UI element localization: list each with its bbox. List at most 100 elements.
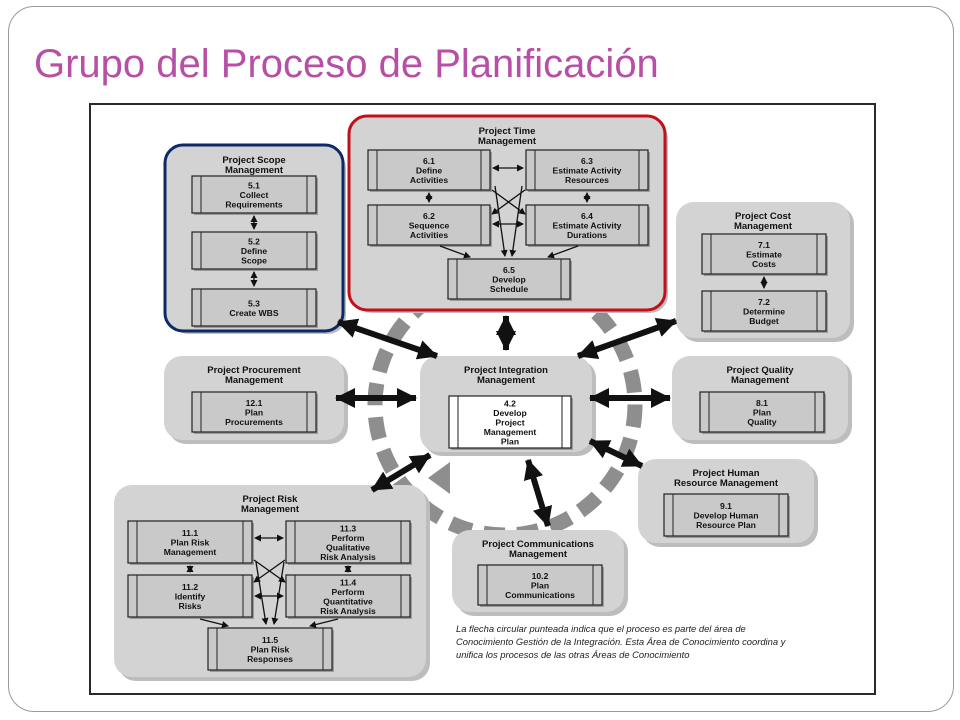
process-label: 6.1 — [423, 156, 435, 166]
process-label: 11.5 — [262, 635, 278, 645]
process-rect — [207, 627, 333, 671]
flow-arrow — [494, 185, 508, 257]
area-highlight — [347, 114, 667, 312]
flow-arrow — [491, 189, 526, 215]
process-rect — [525, 149, 649, 191]
area-title: Management — [225, 375, 284, 386]
process-rect — [525, 204, 649, 246]
flow-arrow — [271, 561, 285, 625]
flow-arrow — [439, 245, 471, 259]
process-label: 6.5 — [503, 265, 515, 275]
process-rect — [701, 233, 827, 275]
process-label: Budget — [749, 316, 779, 326]
slide-title: Grupo del Proceso de Planificación — [34, 42, 659, 86]
process-rect — [191, 175, 317, 214]
area-title: Project Quality — [726, 365, 794, 376]
process-label: Estimate — [746, 250, 782, 260]
arrow-communications — [523, 459, 553, 527]
process-label: Quantitative — [323, 596, 373, 606]
area-title: Management — [478, 136, 537, 147]
process-label: Define — [241, 246, 267, 256]
process-rect — [285, 520, 411, 564]
process-label: Responses — [247, 654, 293, 664]
area-title: Project Communications — [482, 539, 594, 550]
process-label: Develop Human — [694, 511, 759, 521]
area-scope: Project ScopeManagement5.1CollectRequire… — [163, 143, 346, 334]
note-line-2: Conocimiento Gestión de la Integración. … — [456, 636, 786, 647]
process-rect — [663, 493, 789, 537]
process-label: Plan Risk — [171, 538, 210, 548]
process-label: Durations — [567, 230, 607, 240]
process-rect — [285, 574, 411, 618]
process-label: Create WBS — [229, 308, 278, 318]
area-time: Project TimeManagement6.1DefineActivitie… — [347, 114, 668, 313]
process-rect — [699, 391, 825, 433]
process-label: 12.1 — [246, 398, 263, 408]
process-label: Risks — [179, 601, 202, 611]
process-rect — [701, 290, 827, 332]
process-label: Plan Risk — [251, 645, 290, 655]
process-label: Perform — [332, 587, 365, 597]
ring-arrowhead — [428, 462, 450, 494]
process-label: Plan — [531, 581, 549, 591]
process-label: Quality — [747, 417, 776, 427]
process-label: Plan — [753, 408, 771, 418]
process-rect — [367, 204, 491, 246]
process-label: Develop — [493, 408, 526, 418]
process-label: 11.4 — [340, 577, 356, 587]
area-title: Project Risk — [243, 494, 299, 505]
process-label: Management — [484, 427, 537, 437]
area-title: Management — [731, 375, 790, 386]
process-label: 6.2 — [423, 211, 435, 221]
process-label: Plan — [501, 437, 519, 447]
flow-arrow — [309, 618, 339, 628]
area-title: Resource Management — [674, 478, 779, 489]
process-rect — [477, 564, 603, 606]
process-label: 5.3 — [248, 298, 260, 308]
process-label: Collect — [240, 190, 269, 200]
process-label: Activities — [410, 175, 448, 185]
process-label: 5.1 — [248, 181, 260, 191]
process-label: Scope — [241, 256, 267, 266]
arrow-scope — [337, 318, 438, 360]
arrow-cost — [576, 317, 678, 360]
arrow-risk — [370, 452, 432, 493]
process-label: Procurements — [225, 417, 283, 427]
flow-arrow — [255, 561, 269, 625]
process-label: 7.2 — [758, 297, 770, 307]
process-label: 11.3 — [340, 523, 356, 533]
flow-arrow — [199, 618, 229, 628]
process-label: Estimate Activity — [553, 221, 622, 231]
area-integration: Project IntegrationManagement4.2DevelopP… — [420, 356, 596, 456]
process-rect — [448, 395, 572, 449]
flow-arrow — [547, 245, 579, 259]
area-title: Management — [225, 165, 284, 176]
area-title: Management — [509, 549, 568, 560]
process-rect — [127, 520, 253, 564]
process-label: Communications — [505, 590, 575, 600]
process-label: Sequence — [409, 221, 450, 231]
process-label: Resources — [565, 175, 609, 185]
process-label: 11.2 — [182, 582, 198, 592]
process-label: 7.1 — [758, 240, 770, 250]
area-title: Management — [734, 221, 793, 232]
area-title: Project Cost — [735, 211, 792, 222]
note-line-3: unifica los procesos de las otras Áreas … — [456, 649, 690, 660]
flow-arrow — [509, 185, 523, 257]
